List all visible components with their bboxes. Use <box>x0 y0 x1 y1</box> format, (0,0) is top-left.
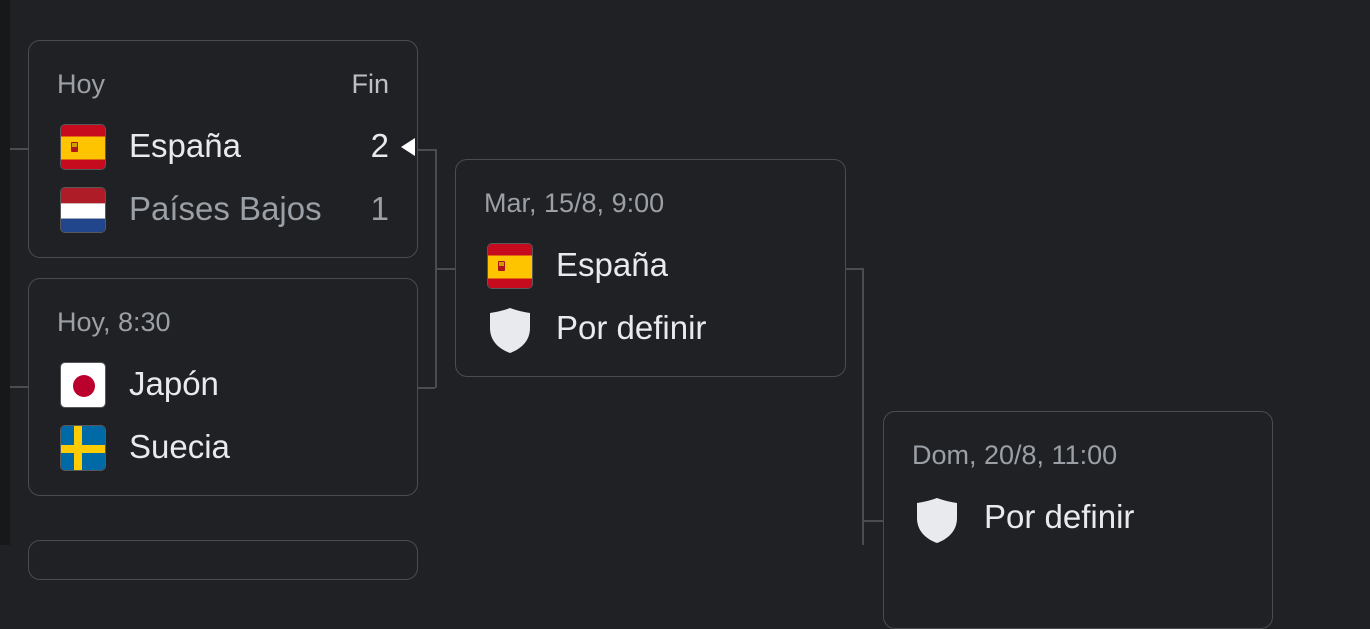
spain-flag-icon <box>487 243 533 289</box>
match-card-semifinal[interactable]: Mar, 15/8, 9:00 España Por definir <box>455 159 846 377</box>
shield-icon <box>490 308 530 353</box>
match-card-partial[interactable] <box>28 540 418 580</box>
japan-flag-icon <box>60 362 106 408</box>
bracket-connector <box>862 520 883 522</box>
left-edge <box>0 0 10 545</box>
spain-flag-icon <box>60 124 106 170</box>
match-date: Hoy <box>57 69 106 99</box>
match-status: Fin <box>351 69 389 99</box>
shield-icon <box>917 498 957 543</box>
team-score: 1 <box>370 190 389 227</box>
sweden-flag-icon <box>60 425 106 471</box>
bracket-connector <box>435 268 455 270</box>
bracket-connector <box>862 268 864 545</box>
bracket-connector <box>418 149 435 151</box>
match-card-final[interactable]: Dom, 20/8, 11:00 Por definir <box>883 411 1273 629</box>
netherlands-flag-icon <box>60 187 106 233</box>
bracket-connector <box>10 148 28 150</box>
match-date: Dom, 20/8, 11:00 <box>912 440 1118 470</box>
bracket-connector <box>418 387 435 389</box>
match-date: Hoy, 8:30 <box>57 307 171 337</box>
match-card-japan-sweden[interactable]: Hoy, 8:30 Japón Suecia <box>28 278 418 496</box>
team-score: 2 <box>370 127 389 164</box>
team-name: Por definir <box>984 498 1135 535</box>
team-name: Por definir <box>556 309 707 346</box>
winner-indicator-icon <box>401 138 415 156</box>
match-card-spain-netherlands[interactable]: Hoy Fin España 2 Países Bajos 1 <box>28 40 418 258</box>
team-name: España <box>129 127 241 164</box>
team-name: España <box>556 246 668 283</box>
bracket-connector <box>10 386 28 388</box>
match-date: Mar, 15/8, 9:00 <box>484 188 665 218</box>
bracket-connector <box>846 268 862 270</box>
team-name: Países Bajos <box>129 190 322 227</box>
team-name: Suecia <box>129 428 230 465</box>
team-name: Japón <box>129 365 219 402</box>
